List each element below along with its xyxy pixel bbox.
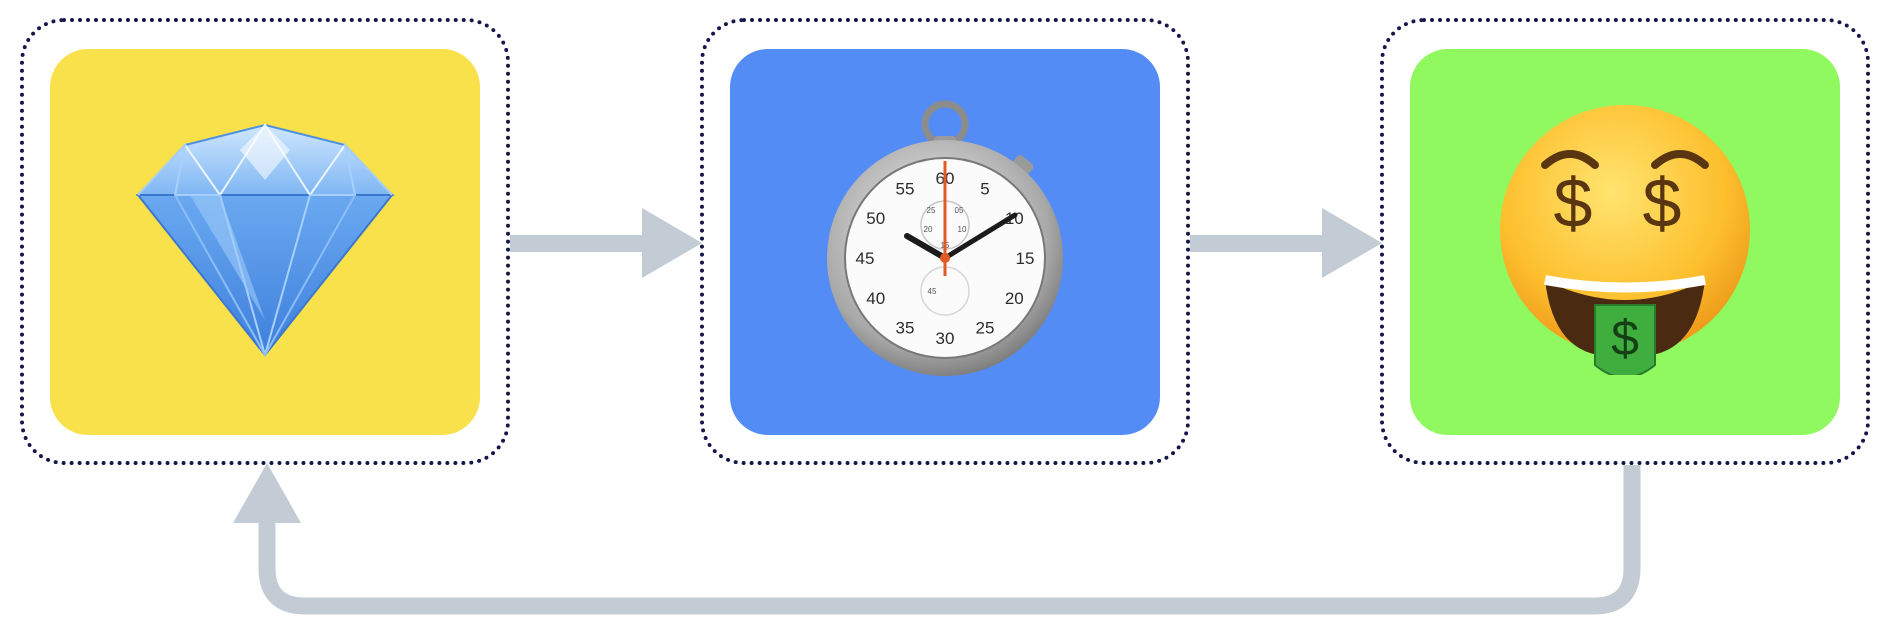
dial-number: 40 — [866, 289, 885, 308]
step-3-frame — [1380, 18, 1870, 465]
dollar-eye-left: $ — [1554, 164, 1593, 242]
step-1-frame — [20, 18, 510, 465]
subdial-number: 25 — [927, 206, 936, 215]
dial-number: 10 — [1005, 209, 1024, 228]
subdial-number: 20 — [924, 225, 933, 234]
dial-number: 20 — [1005, 289, 1024, 308]
gem-icon — [135, 123, 395, 358]
dial-number: 55 — [896, 180, 915, 199]
arrow-loop-back — [233, 463, 1641, 615]
stopwatch-icon: 60510152025303540455055 250520101545 — [827, 100, 1063, 376]
dial-number: 5 — [980, 180, 989, 199]
step-2-frame — [700, 18, 1190, 465]
arrow-right-1 — [510, 208, 702, 278]
dial-number: 25 — [976, 318, 995, 337]
dial-number: 45 — [856, 249, 875, 268]
dollar-eye-right: $ — [1643, 164, 1682, 242]
dial-number: 30 — [936, 329, 955, 348]
dollar-tongue: $ — [1611, 310, 1639, 366]
money-mouth-face-icon: $ $ $ — [1500, 105, 1750, 375]
dial-number: 15 — [1016, 249, 1035, 268]
arrow-right-2 — [1190, 208, 1382, 278]
subdial-number: 45 — [928, 287, 937, 296]
dial-number: 50 — [866, 209, 885, 228]
subdial-number: 05 — [955, 206, 964, 215]
subdial-number: 10 — [958, 225, 967, 234]
dial-number: 35 — [896, 318, 915, 337]
